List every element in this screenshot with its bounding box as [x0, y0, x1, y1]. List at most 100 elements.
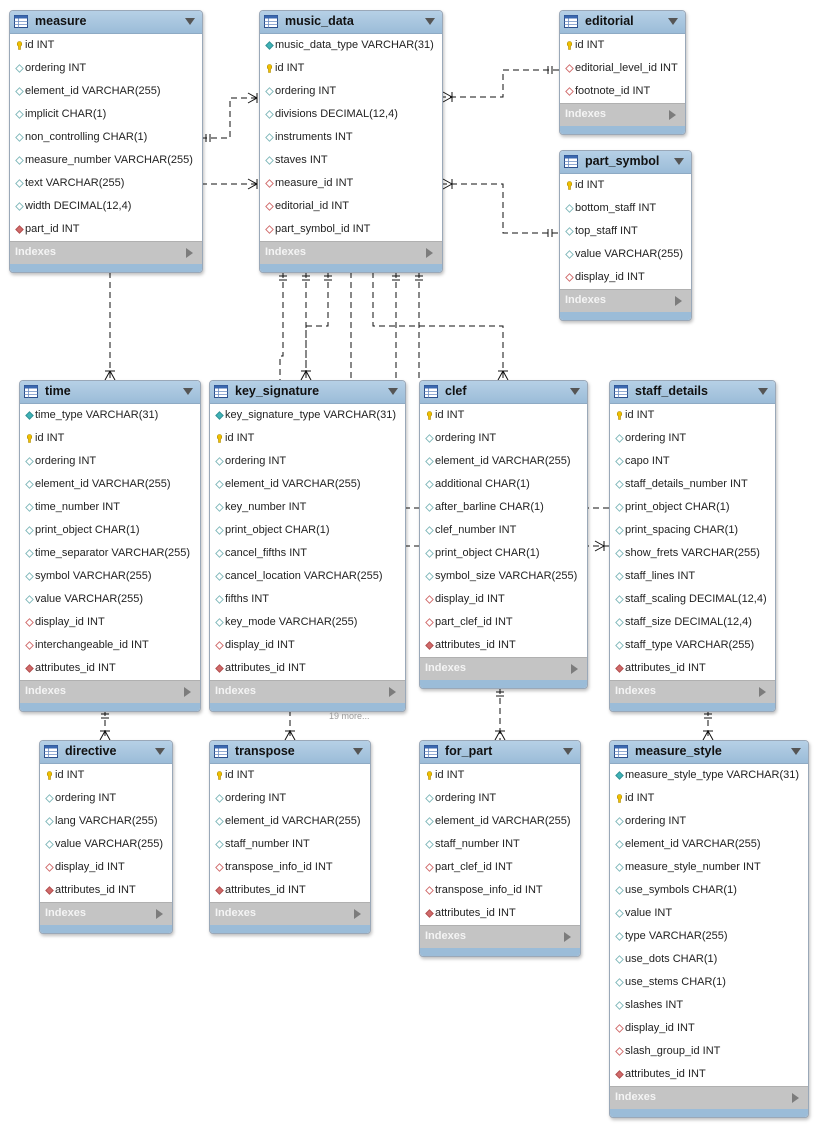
field-row[interactable]: ordering INT [210, 787, 370, 810]
field-row[interactable]: non_controlling CHAR(1) [10, 126, 202, 149]
field-row[interactable]: ordering INT [610, 427, 775, 450]
field-row[interactable]: display_id INT [40, 856, 172, 879]
field-row[interactable]: print_object CHAR(1) [420, 542, 587, 565]
indexes-section[interactable]: Indexes [40, 902, 172, 925]
table-header[interactable]: time [20, 381, 200, 404]
field-row[interactable]: ordering INT [20, 450, 200, 473]
field-row[interactable]: staff_number INT [210, 833, 370, 856]
indexes-section[interactable]: Indexes [610, 680, 775, 703]
field-row[interactable]: element_id VARCHAR(255) [20, 473, 200, 496]
indexes-section[interactable]: Indexes [420, 925, 580, 948]
field-row[interactable]: slashes INT [610, 994, 808, 1017]
field-row[interactable]: time_number INT [20, 496, 200, 519]
field-row[interactable]: element_id VARCHAR(255) [210, 810, 370, 833]
indexes-section[interactable]: Indexes [20, 680, 200, 703]
field-row[interactable]: element_id VARCHAR(255) [420, 810, 580, 833]
field-row[interactable]: ordering INT [260, 80, 442, 103]
collapse-arrow-icon[interactable] [674, 158, 684, 165]
field-row[interactable]: print_object CHAR(1) [20, 519, 200, 542]
field-row[interactable]: part_clef_id INT [420, 856, 580, 879]
table-header[interactable]: editorial [560, 11, 685, 34]
field-row[interactable]: interchangeable_id INT [20, 634, 200, 657]
field-row[interactable]: cancel_location VARCHAR(255) [210, 565, 405, 588]
field-row[interactable]: element_id VARCHAR(255) [420, 450, 587, 473]
field-row[interactable]: value VARCHAR(255) [40, 833, 172, 856]
field-row[interactable]: display_id INT [20, 611, 200, 634]
field-row[interactable]: print_object CHAR(1) [210, 519, 405, 542]
field-row[interactable]: part_id INT [10, 218, 202, 241]
expand-arrow-icon[interactable] [389, 687, 396, 697]
expand-arrow-icon[interactable] [426, 248, 433, 258]
field-row[interactable]: staff_details_number INT [610, 473, 775, 496]
field-row[interactable]: print_object CHAR(1) [610, 496, 775, 519]
indexes-section[interactable]: Indexes [420, 657, 587, 680]
indexes-section[interactable]: Indexes [10, 241, 202, 264]
field-row[interactable]: editorial_id INT [260, 195, 442, 218]
collapse-arrow-icon[interactable] [388, 388, 398, 395]
indexes-section[interactable]: Indexes [210, 902, 370, 925]
field-row[interactable]: id INT [20, 427, 200, 450]
field-row[interactable]: attributes_id INT [420, 634, 587, 657]
field-row[interactable]: use_dots CHAR(1) [610, 948, 808, 971]
field-row[interactable]: attributes_id INT [20, 657, 200, 680]
collapse-arrow-icon[interactable] [570, 388, 580, 395]
expand-arrow-icon[interactable] [675, 296, 682, 306]
field-row[interactable]: id INT [10, 34, 202, 57]
expand-arrow-icon[interactable] [354, 909, 361, 919]
field-row[interactable]: editorial_level_id INT [560, 57, 685, 80]
field-row[interactable]: use_symbols CHAR(1) [610, 879, 808, 902]
field-row[interactable]: attributes_id INT [610, 657, 775, 680]
expand-arrow-icon[interactable] [759, 687, 766, 697]
field-row[interactable]: value VARCHAR(255) [560, 243, 691, 266]
field-row[interactable]: symbol VARCHAR(255) [20, 565, 200, 588]
collapse-arrow-icon[interactable] [155, 748, 165, 755]
field-row[interactable]: lang VARCHAR(255) [40, 810, 172, 833]
collapse-arrow-icon[interactable] [353, 748, 363, 755]
table-header[interactable]: for_part [420, 741, 580, 764]
field-row[interactable]: instruments INT [260, 126, 442, 149]
field-row[interactable]: element_id VARCHAR(255) [210, 473, 405, 496]
field-row[interactable]: staff_type VARCHAR(255) [610, 634, 775, 657]
field-row[interactable]: divisions DECIMAL(12,4) [260, 103, 442, 126]
field-row[interactable]: top_staff INT [560, 220, 691, 243]
field-row[interactable]: fifths INT [210, 588, 405, 611]
table-header[interactable]: measure_style [610, 741, 808, 764]
field-row[interactable]: additional CHAR(1) [420, 473, 587, 496]
field-row[interactable]: measure_id INT [260, 172, 442, 195]
field-row[interactable]: attributes_id INT [420, 902, 580, 925]
field-row[interactable]: time_type VARCHAR(31) [20, 404, 200, 427]
field-row[interactable]: staves INT [260, 149, 442, 172]
table-header[interactable]: music_data [260, 11, 442, 34]
field-row[interactable]: staff_size DECIMAL(12,4) [610, 611, 775, 634]
field-row[interactable]: cancel_fifths INT [210, 542, 405, 565]
table-header[interactable]: key_signature [210, 381, 405, 404]
collapse-arrow-icon[interactable] [791, 748, 801, 755]
table-header[interactable]: staff_details [610, 381, 775, 404]
expand-arrow-icon[interactable] [571, 664, 578, 674]
collapse-arrow-icon[interactable] [668, 18, 678, 25]
table-header[interactable]: directive [40, 741, 172, 764]
field-row[interactable]: display_id INT [420, 588, 587, 611]
field-row[interactable]: time_separator VARCHAR(255) [20, 542, 200, 565]
expand-arrow-icon[interactable] [792, 1093, 799, 1103]
indexes-section[interactable]: Indexes [210, 680, 405, 703]
indexes-section[interactable]: Indexes [560, 103, 685, 126]
field-row[interactable]: id INT [210, 764, 370, 787]
field-row[interactable]: measure_style_type VARCHAR(31) [610, 764, 808, 787]
field-row[interactable]: id INT [560, 34, 685, 57]
field-row[interactable]: type VARCHAR(255) [610, 925, 808, 948]
field-row[interactable]: transpose_info_id INT [420, 879, 580, 902]
field-row[interactable]: clef_number INT [420, 519, 587, 542]
field-row[interactable]: show_frets VARCHAR(255) [610, 542, 775, 565]
field-row[interactable]: music_data_type VARCHAR(31) [260, 34, 442, 57]
collapse-arrow-icon[interactable] [425, 18, 435, 25]
field-row[interactable]: measure_number VARCHAR(255) [10, 149, 202, 172]
field-row[interactable]: print_spacing CHAR(1) [610, 519, 775, 542]
field-row[interactable]: measure_style_number INT [610, 856, 808, 879]
collapse-arrow-icon[interactable] [183, 388, 193, 395]
